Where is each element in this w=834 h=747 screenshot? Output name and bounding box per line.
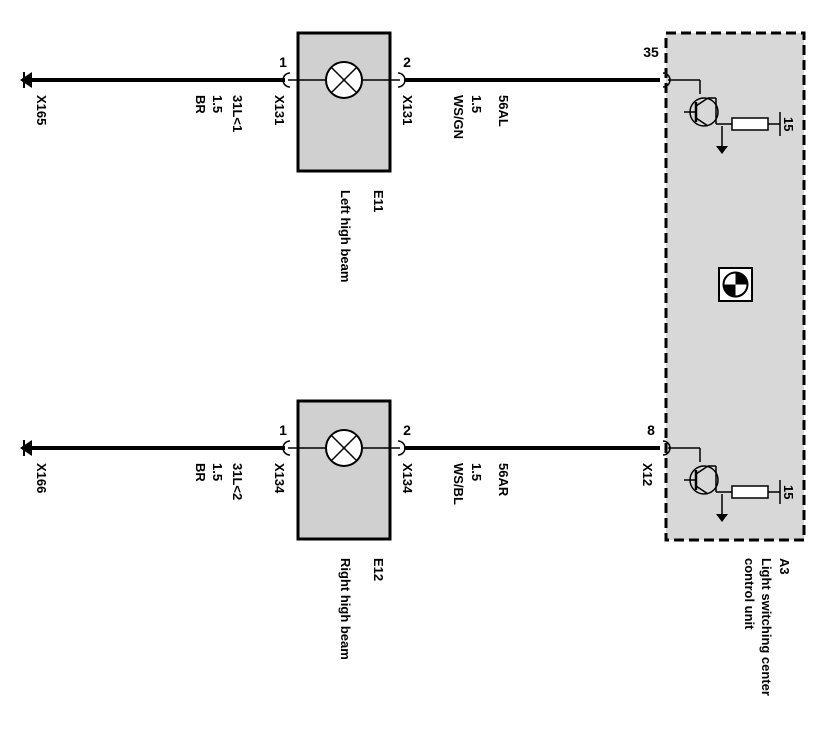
lamp-e11-pin2: 2	[403, 54, 411, 70]
supply-terminal-15-left: 15	[781, 117, 796, 131]
ground-point-x166: X166	[34, 463, 49, 493]
ground-terminal-x166	[20, 440, 32, 456]
lamp-e11	[282, 31, 406, 173]
feed-circuit-right: 56AR	[496, 463, 511, 497]
feed-wire-color-left: WS/GN	[451, 95, 466, 139]
driver-circuit-right	[668, 447, 781, 522]
connector-x131-in: X131	[272, 95, 287, 125]
ecu-pin-35: 35	[643, 44, 659, 60]
feed-wire-size-right: 1.5	[469, 463, 484, 481]
ground-terminal-x165	[20, 72, 32, 88]
ground-circuit-left: 31L<1	[230, 95, 245, 132]
feed-wire-color-right: WS/BL	[451, 463, 466, 505]
ground-point-x165: X165	[34, 95, 49, 125]
ecu-connector-x12: X12	[640, 463, 655, 486]
ground-circuit-right: 31L<2	[230, 463, 245, 500]
bmw-logo-icon	[718, 267, 753, 302]
ground-wire-color-left: BR	[193, 95, 208, 114]
connector-x134-in: X134	[272, 463, 287, 494]
ecu-name-line2: control unit	[742, 558, 757, 630]
ground-wire-size-left: 1.5	[210, 95, 225, 113]
connector-x134-out: X134	[400, 463, 415, 494]
feed-circuit-left: 56AL	[496, 95, 511, 127]
ground-wire-color-right: BR	[193, 463, 208, 482]
ecu-id: A3	[777, 558, 792, 575]
lamp-e11-id: E11	[371, 190, 386, 212]
ground-wire-size-right: 1.5	[210, 463, 225, 481]
lamp-e12	[282, 399, 406, 541]
feed-wire-size-left: 1.5	[469, 95, 484, 113]
lamp-e12-name: Right high beam	[338, 558, 353, 660]
driver-circuit-left	[668, 79, 781, 154]
lamp-e12-id: E12	[371, 558, 386, 581]
lamp-e12-pin1: 1	[279, 422, 287, 438]
lamp-e11-name: Left high beam	[338, 190, 353, 282]
supply-terminal-15-right: 15	[781, 485, 796, 499]
lamp-e12-pin2: 2	[403, 422, 411, 438]
connector-x131-out: X131	[400, 95, 415, 125]
ecu-name-line1: Light switching center	[759, 558, 774, 696]
ecu-pin-8: 8	[647, 422, 655, 438]
lamp-e11-pin1: 1	[279, 54, 287, 70]
